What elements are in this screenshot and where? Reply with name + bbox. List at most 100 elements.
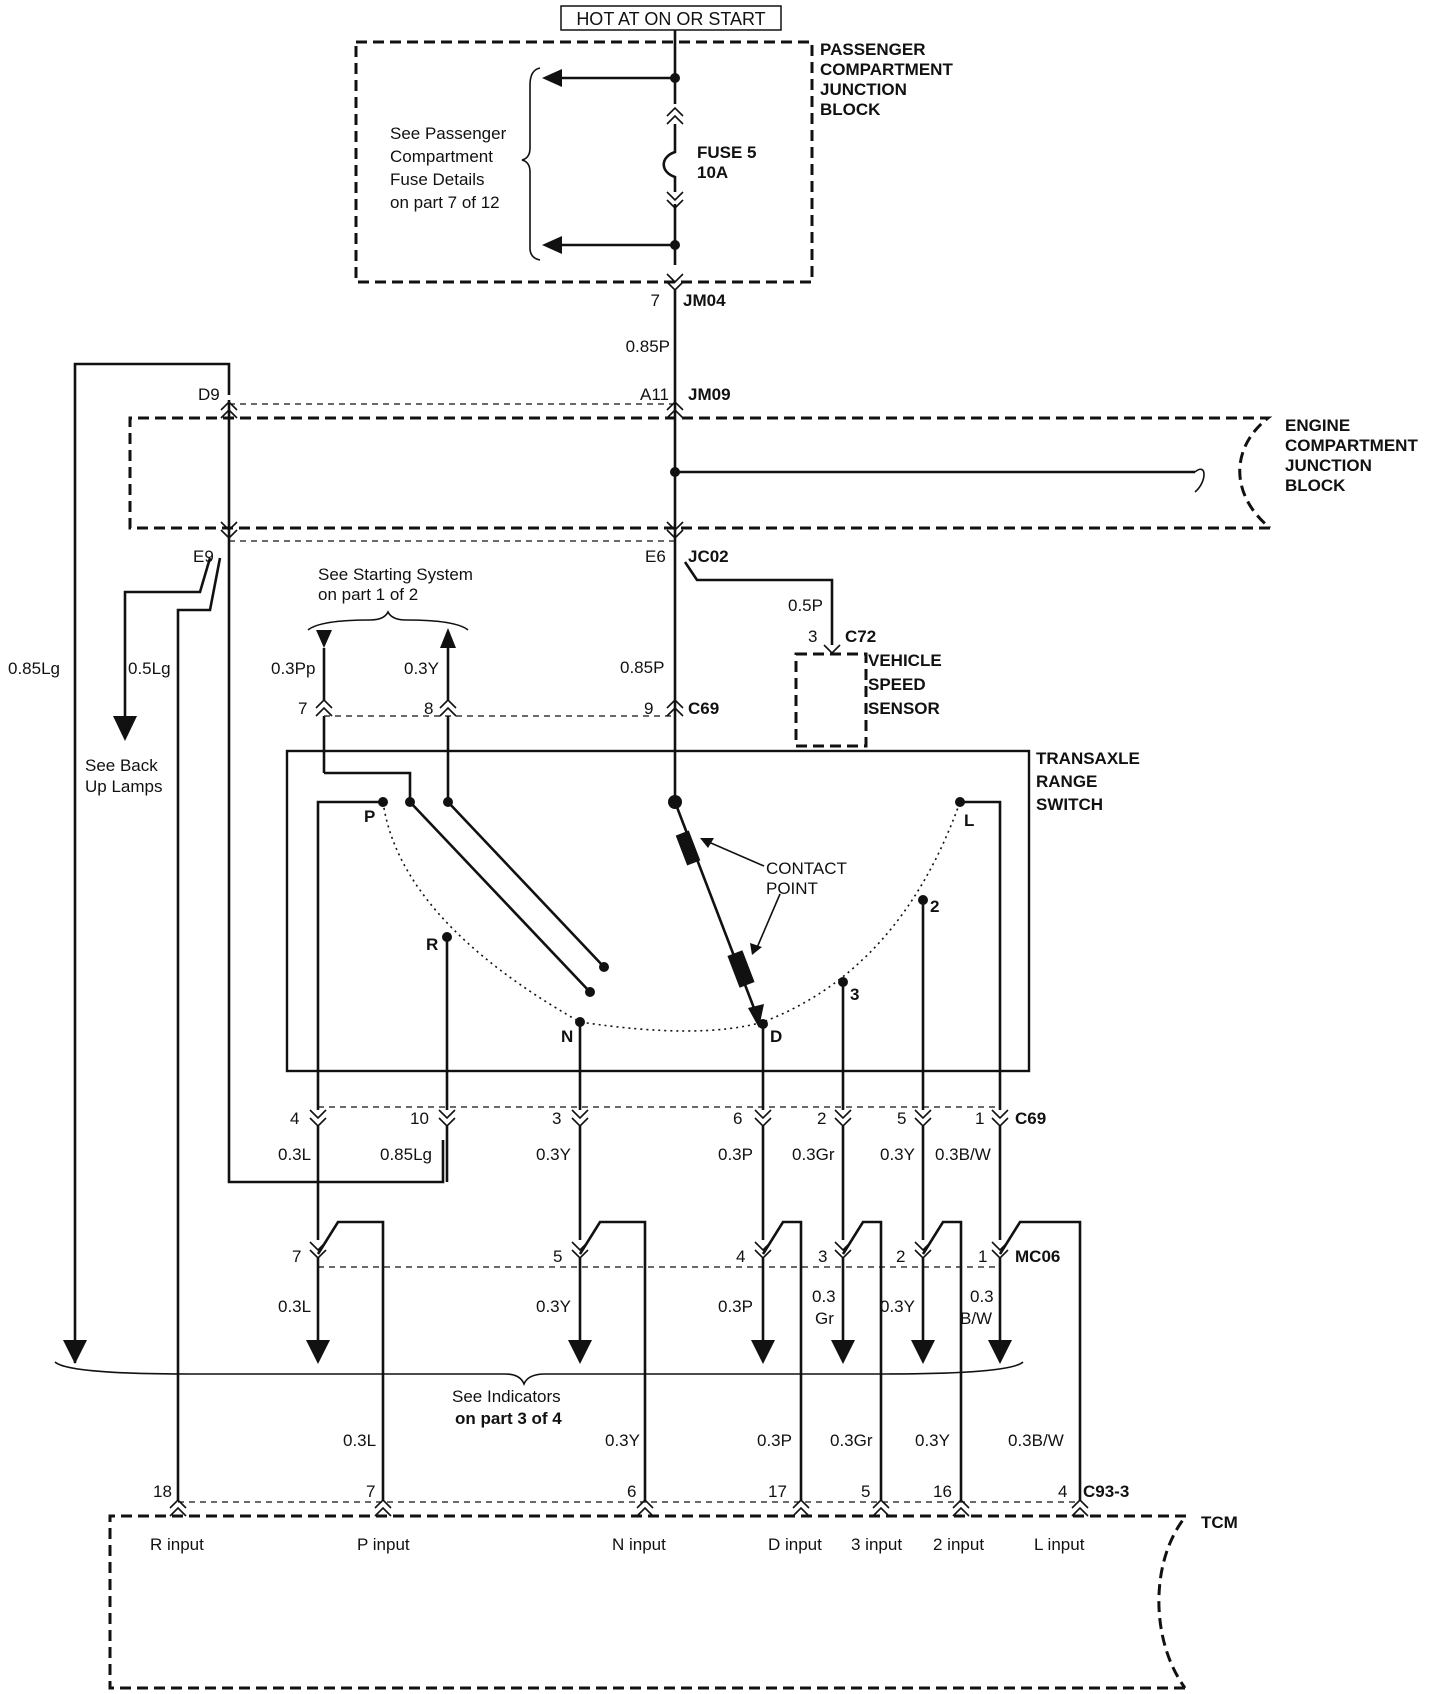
fuse-label: FUSE 5 — [697, 143, 757, 162]
engine-junction-block: ENGINE COMPARTMENT JUNCTION BLOCK D9 A11… — [128, 385, 1418, 566]
c93-pin-4: 4 — [1058, 1482, 1067, 1501]
wire-start-pp: 0.3Pp — [271, 659, 315, 678]
c72-name: C72 — [845, 627, 876, 646]
wire-lg-left: 0.85Lg — [8, 659, 60, 678]
tcm-input-2: 2 input — [933, 1535, 984, 1554]
wire-c69-gr: 0.3Gr — [792, 1145, 835, 1164]
jm04-name: JM04 — [683, 291, 726, 310]
wire-mc06-y: 0.3Y — [536, 1297, 571, 1316]
vehicle-speed-sensor: 0.5P 3 C72 VEHICLE SPEED SENSOR — [683, 561, 942, 748]
indicator-arrows: See Indicators on part 3 of 4 — [54, 1258, 1024, 1428]
c69-bottom-connector: 4 10 3 6 2 5 1 C69 — [290, 1106, 1046, 1128]
wire-lg-backup: 0.5Lg — [128, 659, 171, 678]
engine-block-name-4: BLOCK — [1285, 476, 1346, 495]
jc02-name: JC02 — [688, 547, 729, 566]
starting-system-ref: See Starting System on part 1 of 2 0.3Pp… — [271, 565, 473, 700]
c69-bot-pin-10: 10 — [410, 1109, 429, 1128]
c69-bot-pin-6: 6 — [733, 1109, 742, 1128]
mc06-pin-1: 1 — [978, 1247, 987, 1266]
contact-point-upper — [675, 830, 701, 866]
passenger-note-brace — [521, 67, 541, 261]
wire-c69-l: 0.3L — [278, 1145, 311, 1164]
wire-c69-y: 0.3Y — [536, 1145, 571, 1164]
wire-tcm-l: 0.3L — [343, 1431, 376, 1450]
tcm-module: TCM R input P input N input D input 3 in… — [108, 1513, 1238, 1690]
wire-c69-lg: 0.85Lg — [380, 1145, 432, 1164]
wire-tcm-p: 0.3P — [757, 1431, 792, 1450]
position-p: P — [364, 807, 375, 826]
wire-mc06-bw-2: B/W — [960, 1309, 992, 1328]
position-n: N — [561, 1027, 573, 1046]
indicators-note-2: on part 3 of 4 — [455, 1409, 562, 1428]
c93-name: C93-3 — [1083, 1482, 1129, 1501]
wire-c69-feed: 0.85P — [620, 658, 664, 677]
wire-c72-feed: 0.5P — [788, 596, 823, 615]
mc06-pin-5: 5 — [553, 1247, 562, 1266]
c69-bot-pin-3: 3 — [552, 1109, 561, 1128]
tcm-input-p: P input — [357, 1535, 410, 1554]
mc06-pin-2: 2 — [896, 1247, 905, 1266]
tcm-input-n: N input — [612, 1535, 666, 1554]
vss-name-2: SPEED — [868, 675, 926, 694]
c69-top-name: C69 — [688, 699, 719, 718]
wire-tcm-y: 0.3Y — [605, 1431, 640, 1450]
backup-note-1: See Back — [85, 756, 158, 775]
passenger-block-name-2: COMPARTMENT — [820, 60, 953, 79]
jm09-pin-a11: A11 — [640, 385, 669, 404]
switch-name-3: SWITCH — [1036, 795, 1103, 814]
position-2: 2 — [930, 897, 939, 916]
passenger-block-name-4: BLOCK — [820, 100, 881, 119]
passenger-block-name-1: PASSENGER — [820, 40, 926, 59]
mc06-pin-3: 3 — [818, 1247, 827, 1266]
switch-name-1: TRANSAXLE — [1036, 749, 1140, 768]
power-source: HOT AT ON OR START — [560, 5, 782, 31]
engine-block-name-1: ENGINE — [1285, 416, 1350, 435]
c69-top-connector: 7 8 9 C69 — [298, 698, 719, 718]
passenger-note-2: Compartment — [390, 147, 493, 166]
wire-mc06-gr-2: Gr — [815, 1309, 834, 1328]
position-l: L — [964, 811, 974, 830]
starting-note-2: on part 1 of 2 — [318, 585, 418, 604]
indicators-note-1: See Indicators — [452, 1387, 561, 1406]
c93-pin-16: 16 — [933, 1482, 952, 1501]
wire-start-y: 0.3Y — [404, 659, 439, 678]
tcm-input-l: L input — [1034, 1535, 1085, 1554]
jc02-pin-e9: E9 — [193, 547, 214, 566]
wire-tcm-bw: 0.3B/W — [1008, 1431, 1064, 1450]
wire-mc06-bw-1: 0.3 — [970, 1287, 994, 1306]
wire-tcm-y2: 0.3Y — [915, 1431, 950, 1450]
c69-top-pin-8: 8 — [424, 699, 433, 718]
passenger-note-3: Fuse Details — [390, 170, 484, 189]
jc02-pin-e6: E6 — [645, 547, 666, 566]
fuse-rating: 10A — [697, 163, 728, 182]
wire-mc06-p: 0.3P — [718, 1297, 753, 1316]
transaxle-range-switch: TRANSAXLE RANGE SWITCH CONTACT POINT P R — [285, 716, 1140, 1110]
lg-bus-left: 0.85Lg 0.5Lg See Back Up Lamps — [8, 362, 445, 1500]
tcm-name: TCM — [1201, 1513, 1238, 1532]
mc06-splice: 7 5 4 3 2 1 MC06 — [292, 1220, 1082, 1500]
c69-top-pin-7: 7 — [298, 699, 307, 718]
fuse-5-symbol — [662, 124, 677, 192]
c69-bot-pin-2: 2 — [817, 1109, 826, 1128]
jm09-name: JM09 — [688, 385, 731, 404]
wire-mc06-l: 0.3L — [278, 1297, 311, 1316]
c93-connector: 18 7 6 17 5 16 4 C93-3 — [153, 1482, 1129, 1517]
c69-bot-pin-5: 5 — [897, 1109, 906, 1128]
c69-bot-pin-1: 1 — [975, 1109, 984, 1128]
position-3: 3 — [850, 985, 859, 1004]
c93-pin-5: 5 — [861, 1482, 870, 1501]
c69-bottom-name: C69 — [1015, 1109, 1046, 1128]
wire-c69-y2: 0.3Y — [880, 1145, 915, 1164]
tcm-input-d: D input — [768, 1535, 822, 1554]
mc06-pin-4: 4 — [736, 1247, 745, 1266]
wire-c69-p: 0.3P — [718, 1145, 753, 1164]
c69-bot-pin-4: 4 — [290, 1109, 299, 1128]
tcm-input-3: 3 input — [851, 1535, 902, 1554]
mc06-name: MC06 — [1015, 1247, 1060, 1266]
position-d: D — [770, 1027, 782, 1046]
wire-tcm-gr: 0.3Gr — [830, 1431, 873, 1450]
c93-pin-18: 18 — [153, 1482, 172, 1501]
backup-note-2: Up Lamps — [85, 777, 162, 796]
wire-mc06-y2: 0.3Y — [880, 1297, 915, 1316]
